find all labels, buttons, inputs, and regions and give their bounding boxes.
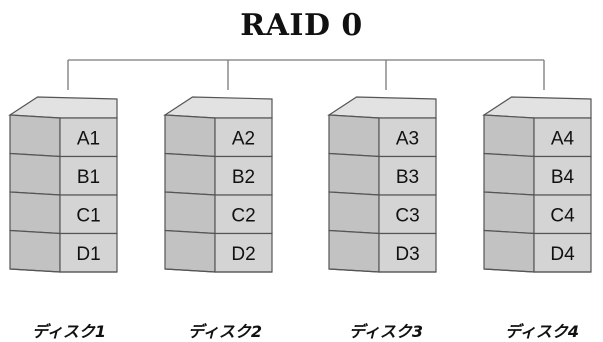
block-label-D1: D1: [76, 244, 100, 265]
block-label-B2: B2: [232, 167, 255, 188]
block-side-D2: [164, 229, 216, 273]
block-side-C2: [164, 191, 216, 235]
block-side-A2: [164, 114, 216, 158]
block-label-A1: A1: [77, 128, 100, 149]
block-label-D4: D4: [550, 244, 575, 265]
block-label-C2: C2: [231, 205, 255, 226]
block-front-A4: [533, 117, 592, 158]
block-front-A1: [59, 117, 118, 158]
block-label-C4: C4: [550, 205, 575, 226]
diagram-title: RAID 0: [240, 8, 363, 43]
block-front-B3: [378, 155, 437, 196]
block-side-A1: [9, 114, 61, 158]
block-label-A3: A3: [396, 128, 419, 149]
disk-label-4: ディスク4: [504, 322, 579, 341]
block-front-C1: [59, 194, 118, 235]
disk-label-3: ディスク3: [348, 322, 423, 341]
block-side-D4: [483, 229, 535, 273]
block-front-C4: [533, 194, 592, 235]
block-front-D2: [214, 232, 273, 273]
block-side-A3: [328, 114, 380, 158]
disk-top-cap-1: [8, 96, 118, 119]
connector-bracket: [67, 59, 545, 90]
block-label-D2: D2: [231, 244, 255, 265]
block-side-D1: [9, 229, 61, 273]
disk-label-1: ディスク1: [31, 322, 106, 341]
disk-bottom-edge-3: [328, 268, 436, 273]
block-side-B1: [9, 152, 61, 196]
disk-label-2: ディスク2: [187, 322, 262, 341]
block-side-A4: [483, 114, 535, 158]
block-label-B1: B1: [77, 167, 100, 188]
block-side-C3: [328, 191, 380, 235]
disk-top-cap-3: [327, 96, 437, 119]
block-front-D3: [378, 232, 437, 273]
block-label-D3: D3: [395, 244, 419, 265]
block-side-B2: [164, 152, 216, 196]
block-front-B4: [533, 155, 592, 196]
block-label-B4: B4: [551, 167, 575, 188]
block-side-C1: [9, 191, 61, 235]
block-label-A4: A4: [551, 128, 575, 149]
block-side-B3: [328, 152, 380, 196]
block-label-C3: C3: [395, 205, 419, 226]
block-front-D1: [59, 232, 118, 273]
disk-bottom-edge-4: [483, 268, 591, 273]
disk-top-cap-4: [482, 96, 592, 119]
block-label-A2: A2: [232, 128, 255, 149]
disk-bottom-edge-2: [164, 268, 272, 273]
block-side-C4: [483, 191, 535, 235]
block-front-A3: [378, 117, 437, 158]
disk-top-cap-2: [163, 96, 273, 119]
block-label-C1: C1: [76, 205, 100, 226]
block-front-C2: [214, 194, 273, 235]
disk-bottom-edge-1: [9, 268, 117, 273]
block-side-B4: [483, 152, 535, 196]
block-front-D4: [533, 232, 592, 273]
block-label-B3: B3: [396, 167, 419, 188]
block-side-D3: [328, 229, 380, 273]
